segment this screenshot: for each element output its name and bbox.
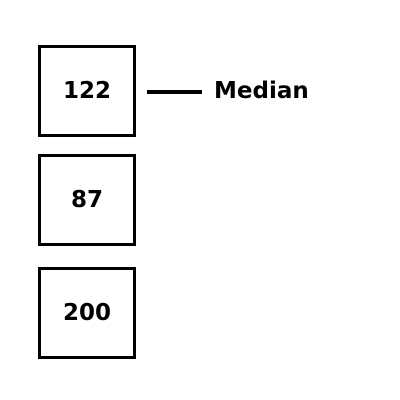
box-value: 87 (70, 186, 103, 213)
value-stack: 122 87 200 (38, 45, 136, 359)
box-value: 122 (62, 77, 111, 104)
median-label: Median (214, 78, 309, 104)
value-box: 87 (38, 154, 136, 246)
median-pointer-line (147, 90, 202, 94)
value-box: 122 (38, 45, 136, 137)
box-value: 200 (62, 299, 111, 326)
value-box: 200 (38, 267, 136, 359)
